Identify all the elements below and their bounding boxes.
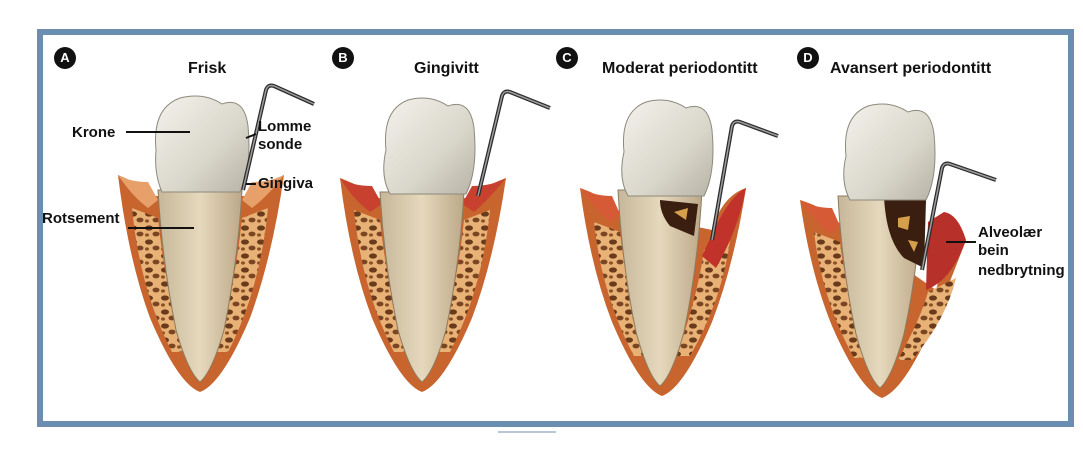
label-alveolar: Alveolær	[978, 224, 1042, 241]
tooth-c	[580, 100, 778, 396]
panel-a-title: Frisk	[188, 60, 226, 77]
panel-a-badge: A	[54, 47, 76, 69]
panel-d-title: Avansert periodontitt	[830, 60, 991, 77]
tooth-d	[800, 104, 996, 398]
panel-c-badge: C	[556, 47, 578, 69]
label-sonde: sonde	[258, 136, 302, 153]
panel-c-title: Moderat periodontitt	[602, 60, 758, 77]
label-lomme: Lomme	[258, 118, 311, 135]
panel-b-title: Gingivitt	[414, 60, 479, 77]
label-gingiva: Gingiva	[258, 175, 313, 192]
label-nedbrytning: nedbrytning	[978, 262, 1065, 279]
panel-d-badge: D	[797, 47, 819, 69]
label-bein: bein	[978, 242, 1009, 259]
panel-b-badge: B	[332, 47, 354, 69]
label-krone: Krone	[72, 124, 115, 141]
label-rotsement: Rotsement	[42, 210, 120, 227]
tooth-b	[340, 92, 550, 393]
